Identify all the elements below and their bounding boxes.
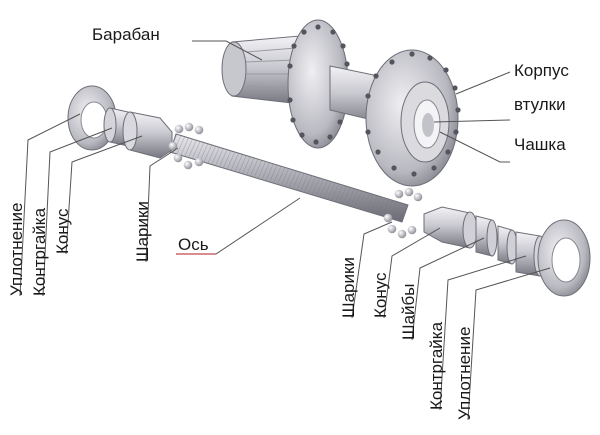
left-cone — [122, 111, 173, 159]
label-os: Ось — [178, 235, 209, 254]
label-korpus-line1: Корпус — [514, 61, 569, 80]
label-right-shariki: Шарики — [339, 257, 358, 318]
label-korpus-line2: втулки — [514, 95, 566, 114]
leader-lines — [19, 40, 551, 421]
label-left-kontrgaika: Контргайка — [30, 207, 49, 296]
label-left-konus: Конус — [53, 208, 72, 254]
label-left-uplotnenie: Уплотнение — [7, 203, 26, 296]
left-balls — [168, 122, 204, 170]
right-balls — [383, 187, 423, 239]
label-right-konus: Конус — [371, 272, 390, 318]
left-seal — [67, 85, 117, 151]
label-right-uplotnenie: Уплотнение — [455, 327, 474, 420]
label-chashka: Чашка — [514, 135, 566, 154]
left-flange — [287, 19, 350, 149]
bearing-cup — [400, 81, 450, 163]
hub-body — [221, 19, 461, 187]
label-right-kontrgaika: Контргайка — [427, 321, 446, 410]
label-baraban: Барабан — [92, 25, 160, 44]
label-left-shariki: Шарики — [133, 201, 152, 262]
right-seal — [537, 219, 591, 297]
right-cone — [423, 206, 478, 249]
label-right-shaiby: Шайбы — [399, 284, 418, 341]
right-washers — [475, 215, 518, 265]
